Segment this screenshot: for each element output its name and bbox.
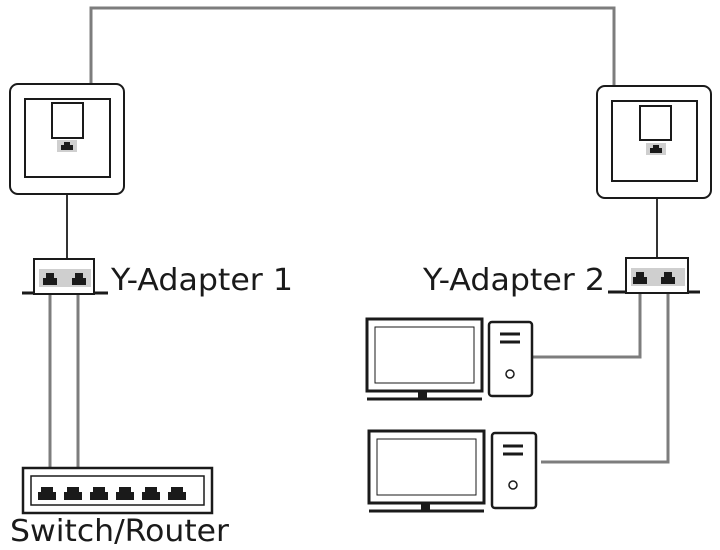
rj45-port-icon bbox=[168, 487, 186, 500]
rj45-port-icon bbox=[38, 487, 56, 500]
monitor-icon bbox=[367, 429, 486, 513]
rj45-port-icon bbox=[646, 143, 666, 155]
wall-socket-2 bbox=[596, 85, 712, 199]
rj45-port-icon bbox=[142, 487, 160, 500]
cable-adapter2-pc1 bbox=[533, 285, 642, 359]
rj45-port-icon bbox=[116, 487, 134, 500]
computer-1 bbox=[365, 317, 534, 401]
wall-socket-1 bbox=[9, 83, 125, 195]
cable-socket-link bbox=[89, 6, 616, 86]
switch-icon bbox=[21, 466, 214, 515]
cables bbox=[48, 6, 670, 490]
pc-tower-icon bbox=[490, 431, 538, 510]
rj45-port-icon bbox=[64, 487, 82, 500]
switch-router-label: Switch/Router bbox=[10, 514, 230, 549]
pc-tower-icon bbox=[487, 320, 534, 398]
y-adapter-1-label: Y-Adapter 1 bbox=[110, 263, 293, 298]
switch-router: Switch/Router bbox=[10, 466, 230, 549]
monitor-icon bbox=[365, 317, 484, 401]
y-adapter-icon bbox=[608, 257, 700, 294]
switch-ports bbox=[38, 487, 186, 500]
computer-2 bbox=[367, 429, 538, 513]
rj45-port-icon bbox=[90, 487, 108, 500]
wall-socket-connector bbox=[639, 105, 672, 141]
cable-adapter2-pc2 bbox=[541, 285, 670, 464]
y-adapter-2-label: Y-Adapter 2 bbox=[422, 263, 605, 298]
wall-socket-connector bbox=[51, 102, 84, 139]
y-adapter-1: Y-Adapter 1 bbox=[22, 258, 293, 298]
y-adapter-2: Y-Adapter 2 bbox=[422, 257, 700, 298]
y-adapter-icon bbox=[22, 258, 108, 295]
rj45-port-icon bbox=[57, 140, 77, 152]
